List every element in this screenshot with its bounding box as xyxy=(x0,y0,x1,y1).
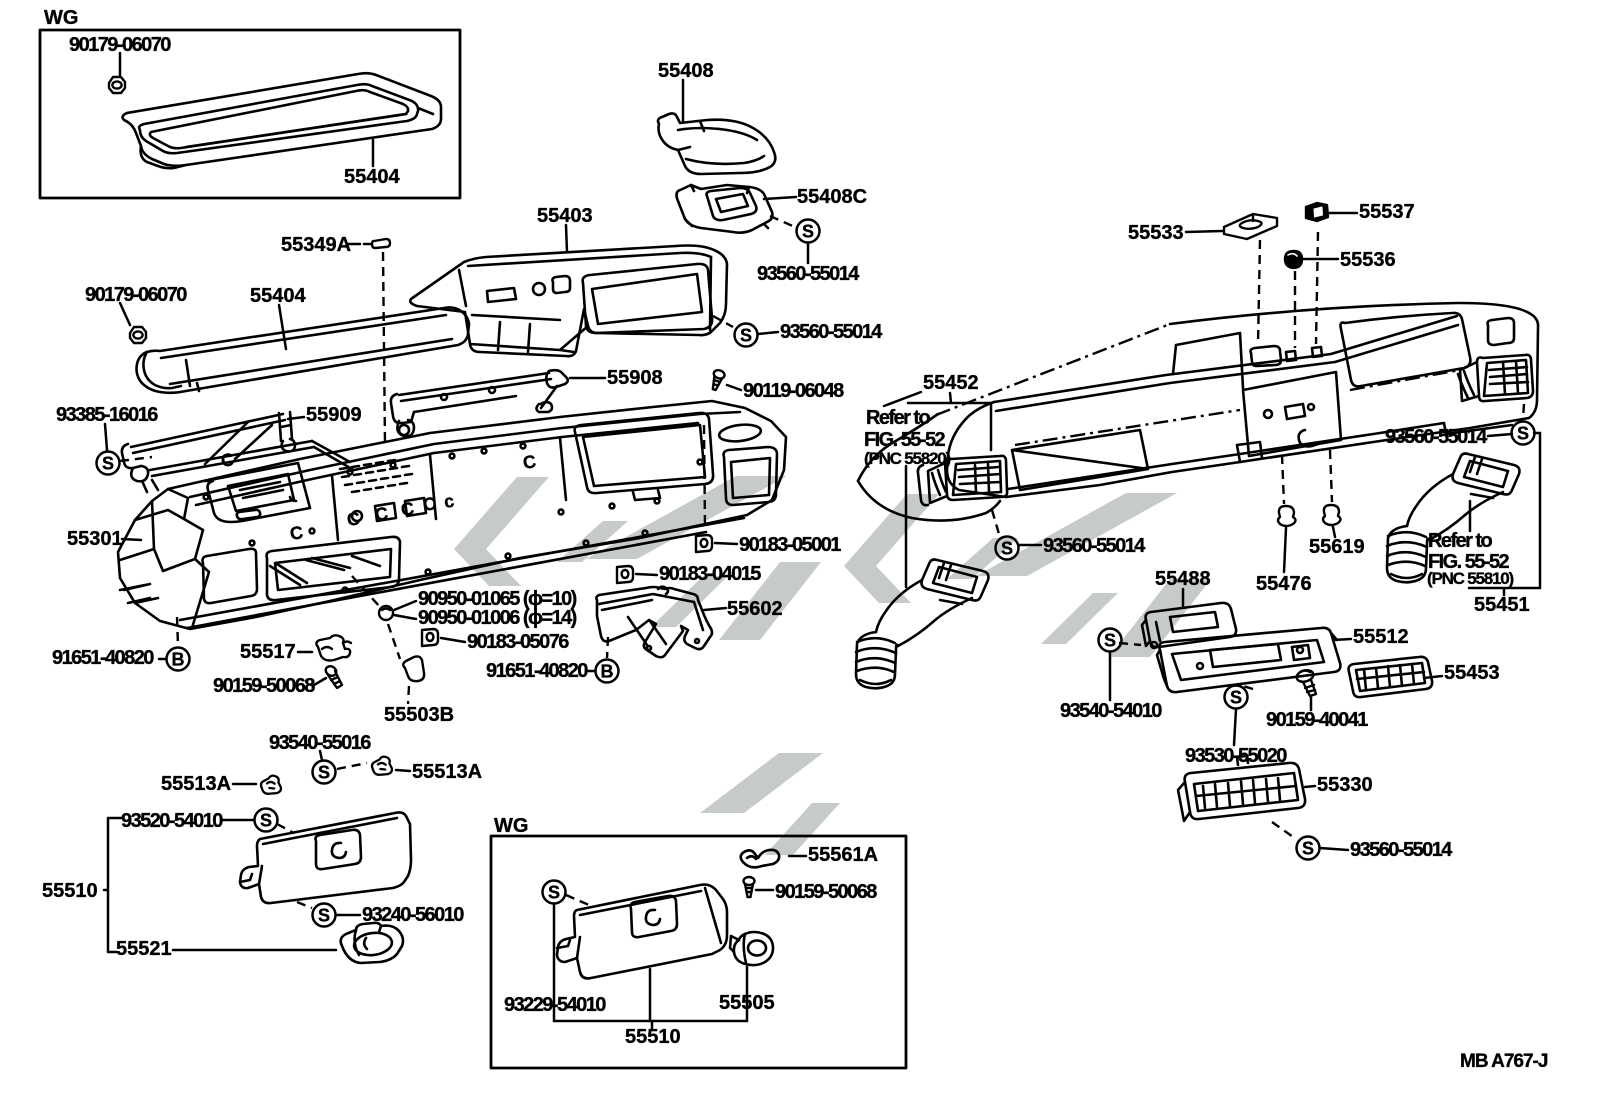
svg-text:55349A: 55349A xyxy=(281,234,351,256)
svg-text:C: C xyxy=(399,498,415,520)
svg-text:C: C xyxy=(219,449,235,471)
svg-text:93540-54010: 93540-54010 xyxy=(1060,700,1162,722)
svg-text:93540-55016: 93540-55016 xyxy=(269,732,371,754)
svg-text:55403: 55403 xyxy=(537,205,593,227)
svg-text:93560-55014: 93560-55014 xyxy=(1385,426,1488,448)
svg-text:93385-16016: 93385-16016 xyxy=(56,404,158,426)
svg-text:55408C: 55408C xyxy=(797,186,867,208)
svg-text:90183-04015: 90183-04015 xyxy=(659,563,761,585)
svg-text:55602: 55602 xyxy=(727,598,783,620)
svg-text:WG: WG xyxy=(494,815,528,837)
svg-text:93530-55020: 93530-55020 xyxy=(1185,745,1287,767)
svg-text:93560-55014: 93560-55014 xyxy=(1043,535,1146,557)
svg-text:FIG. 55-52: FIG. 55-52 xyxy=(864,429,946,451)
svg-text:55510: 55510 xyxy=(42,880,98,902)
svg-text:Refer to: Refer to xyxy=(866,407,930,429)
svg-text:55451: 55451 xyxy=(1474,594,1530,616)
svg-text:93520-54010: 93520-54010 xyxy=(121,810,223,832)
svg-text:C: C xyxy=(521,451,537,473)
svg-text:90179-06070: 90179-06070 xyxy=(85,284,187,306)
svg-text:55476: 55476 xyxy=(1256,573,1312,595)
svg-text:55488: 55488 xyxy=(1155,568,1211,590)
svg-text:90950-01006 (ϕ=14): 90950-01006 (ϕ=14) xyxy=(418,607,577,629)
svg-text:55561A: 55561A xyxy=(808,844,878,866)
svg-text:Refer to: Refer to xyxy=(1428,530,1492,552)
svg-text:55404: 55404 xyxy=(344,166,400,188)
svg-text:93240-56010: 93240-56010 xyxy=(362,904,464,926)
svg-text:55512: 55512 xyxy=(1353,626,1409,648)
svg-text:55503B: 55503B xyxy=(384,704,454,726)
svg-text:55533: 55533 xyxy=(1128,222,1184,244)
svg-text:c: c xyxy=(442,491,455,512)
svg-text:55505: 55505 xyxy=(719,992,775,1014)
svg-text:91651-40820: 91651-40820 xyxy=(486,660,588,682)
svg-text:93560-55014: 93560-55014 xyxy=(757,263,860,285)
svg-text:(PNC 55820): (PNC 55820) xyxy=(864,449,951,468)
svg-text:C: C xyxy=(373,503,389,525)
svg-text:55909: 55909 xyxy=(306,404,362,426)
svg-text:FIG. 55-52: FIG. 55-52 xyxy=(1428,551,1510,573)
svg-text:55301: 55301 xyxy=(67,528,123,550)
svg-text:C: C xyxy=(421,493,437,515)
svg-text:93560-55014: 93560-55014 xyxy=(1350,839,1453,861)
svg-text:90183-05001: 90183-05001 xyxy=(739,534,841,556)
svg-text:55521: 55521 xyxy=(116,938,172,960)
svg-text:90159-40041: 90159-40041 xyxy=(1266,709,1368,731)
svg-text:93560-55014: 93560-55014 xyxy=(780,321,883,343)
svg-text:55453: 55453 xyxy=(1444,662,1500,684)
svg-text:93229-54010: 93229-54010 xyxy=(504,994,606,1016)
svg-text:55536: 55536 xyxy=(1340,249,1396,271)
svg-text:55404: 55404 xyxy=(250,285,306,307)
svg-text:55513A: 55513A xyxy=(412,761,482,783)
svg-text:55908: 55908 xyxy=(607,367,663,389)
svg-text:55510: 55510 xyxy=(625,1026,681,1048)
svg-text:55452: 55452 xyxy=(923,372,979,394)
svg-text:55517: 55517 xyxy=(240,641,296,663)
svg-text:90119-06048: 90119-06048 xyxy=(743,380,844,402)
svg-text:55537: 55537 xyxy=(1359,201,1415,223)
svg-text:55619: 55619 xyxy=(1309,536,1365,558)
svg-text:C: C xyxy=(345,508,361,530)
svg-text:90159-50068: 90159-50068 xyxy=(775,881,877,903)
svg-text:90179-06070: 90179-06070 xyxy=(69,34,171,56)
svg-text:91651-40820: 91651-40820 xyxy=(52,647,154,669)
svg-text:WG: WG xyxy=(44,7,78,29)
svg-text:MB A767-J: MB A767-J xyxy=(1460,1051,1548,1072)
svg-text:55330: 55330 xyxy=(1317,774,1373,796)
svg-text:55408: 55408 xyxy=(658,60,714,82)
svg-text:90159-50068: 90159-50068 xyxy=(213,675,315,697)
svg-text:90950-01065 (ϕ=10): 90950-01065 (ϕ=10) xyxy=(418,588,577,610)
svg-text:90183-05076: 90183-05076 xyxy=(467,631,569,653)
svg-text:55513A: 55513A xyxy=(161,773,231,795)
svg-text:C: C xyxy=(288,522,304,544)
svg-text:(PNC 55810): (PNC 55810) xyxy=(1427,569,1514,588)
